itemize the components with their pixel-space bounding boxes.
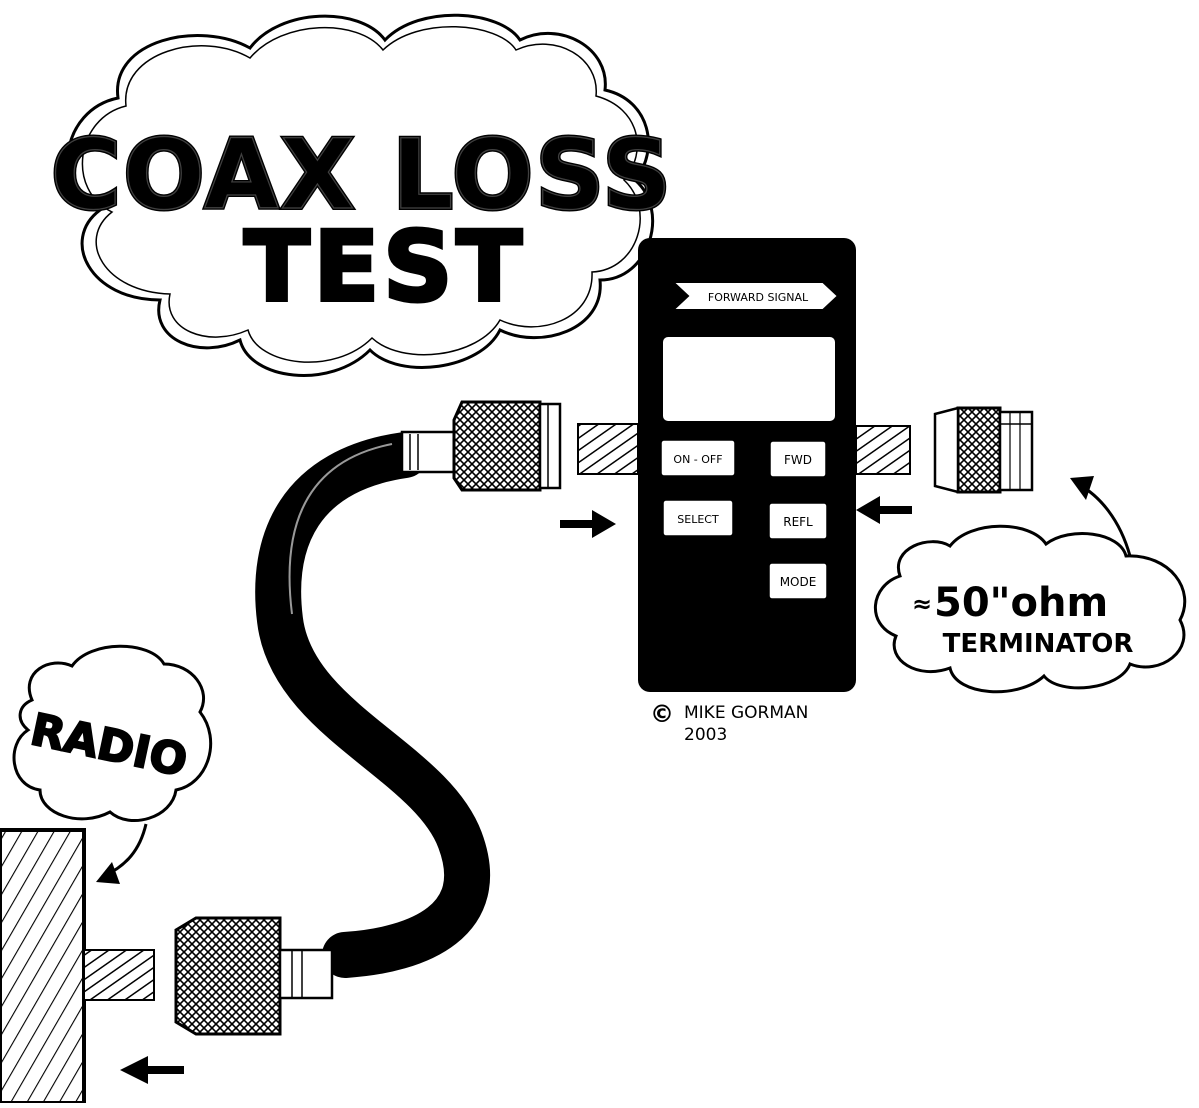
on-off-button[interactable]: ON - OFF — [660, 439, 736, 477]
title-cloud-outline — [66, 13, 654, 377]
mode-button-label: MODE — [780, 575, 817, 589]
credit-year: 2003 — [684, 725, 727, 745]
arrow-to-radio-icon — [120, 1056, 184, 1084]
mode-button[interactable]: MODE — [768, 562, 828, 600]
copyright-icon: © — [650, 700, 674, 728]
meter-left-port — [577, 423, 639, 475]
fwd-button[interactable]: FWD — [769, 440, 827, 478]
refl-button[interactable]: REFL — [768, 502, 828, 540]
terminator-approx-symbol: ≈ — [912, 590, 932, 618]
radio-threaded-port — [83, 949, 155, 1001]
fwd-button-label: FWD — [784, 453, 812, 467]
refl-button-label: REFL — [783, 515, 813, 529]
coax-cable — [255, 432, 490, 978]
radio-unit — [0, 828, 155, 1105]
title-line-1: COAX LOSS — [51, 119, 674, 231]
terminator-connector — [933, 406, 1034, 494]
credit-name: MIKE GORMAN — [684, 703, 808, 723]
arrow-to-meter-left-icon — [560, 510, 616, 538]
title-cloud: COAX LOSS COAX LOSS TEST — [49, 13, 674, 377]
arrow-to-meter-right-icon — [856, 496, 912, 524]
radio-cloud: RADIO — [12, 644, 213, 822]
terminator-label-line-2: TERMINATOR — [943, 629, 1134, 659]
on-off-button-label: ON - OFF — [673, 453, 722, 466]
title-line-2: TEST — [244, 211, 526, 323]
meter-right-port — [855, 425, 911, 475]
terminator-label-line-1: 50"ohm — [934, 580, 1108, 626]
meter-display-screen — [661, 335, 837, 423]
upper-cable-connector — [400, 400, 562, 492]
cable-body — [255, 432, 490, 978]
title-line-1-highlight: COAX LOSS — [51, 119, 674, 231]
forward-signal-arrow-icon — [670, 281, 840, 311]
select-button[interactable]: SELECT — [662, 499, 734, 537]
select-button-label: SELECT — [677, 513, 719, 526]
swr-meter: FORWARD SIGNAL ON - OFF SELECT FWD REFL … — [638, 238, 856, 692]
forward-signal-label: FORWARD SIGNAL — [708, 291, 809, 304]
credit: © MIKE GORMAN 2003 — [650, 700, 808, 745]
terminator-cloud: ≈ 50"ohm TERMINATOR — [873, 524, 1187, 694]
lower-cable-connector — [174, 916, 334, 1036]
